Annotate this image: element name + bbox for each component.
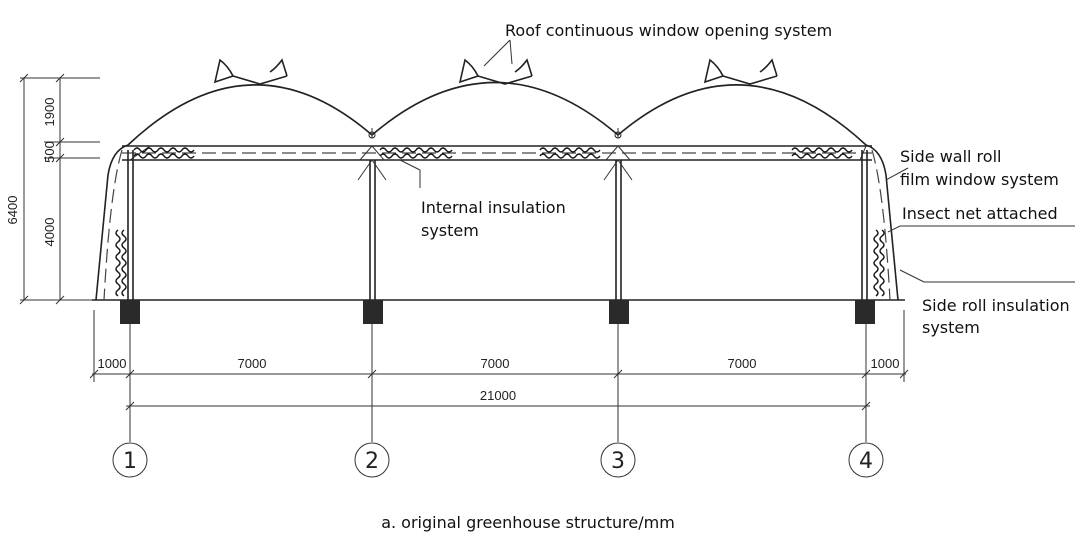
- dim-span-1: 7000: [238, 356, 267, 371]
- label-side-roll-line1: Side roll insulation: [922, 296, 1070, 315]
- dim-left-overhang: 1000: [98, 356, 127, 371]
- roof-arches: [127, 81, 867, 146]
- axis-lines: [93, 310, 905, 442]
- axis-label-3: 3: [611, 449, 625, 474]
- dim-height-wall: 4000: [42, 218, 57, 247]
- axis-label-1: 1: [123, 449, 137, 474]
- dim-span-2: 7000: [481, 356, 510, 371]
- label-side-wall-line2: film window system: [900, 170, 1059, 189]
- dim-total-width: 21000: [480, 388, 516, 403]
- horizontal-dimension: 1000 7000 7000 7000 1000 21000: [89, 356, 909, 411]
- dim-span-3: 7000: [728, 356, 757, 371]
- figure-caption: a. original greenhouse structure/mm: [381, 513, 675, 532]
- leader-lines: [399, 39, 1075, 283]
- label-internal-insulation-line1: Internal insulation: [421, 198, 566, 217]
- label-side-roll-line2: system: [922, 318, 980, 337]
- label-side-wall-line1: Side wall roll: [900, 147, 1001, 166]
- side-walls: [95, 144, 899, 301]
- roof-window-icons: [213, 58, 778, 85]
- vertical-dimension: 6400 1900 500 4000: [5, 73, 100, 305]
- label-internal-insulation-line2: system: [421, 221, 479, 240]
- dim-total-height: 6400: [5, 196, 20, 225]
- internal-insulation-waves: [133, 147, 853, 159]
- axis-label-4: 4: [859, 449, 873, 474]
- axis-markers: 1 2 3 4: [112, 442, 884, 478]
- dim-height-gutter: 500: [42, 141, 57, 163]
- truss-beams: [122, 145, 872, 161]
- foundations: [120, 300, 875, 324]
- axis-label-2: 2: [365, 449, 379, 474]
- label-insect-net: Insect net attached: [902, 204, 1058, 223]
- dim-right-overhang: 1000: [871, 356, 900, 371]
- dim-height-roof: 1900: [42, 98, 57, 127]
- columns: [127, 150, 868, 300]
- label-roof-window-system: Roof continuous window opening system: [505, 21, 832, 40]
